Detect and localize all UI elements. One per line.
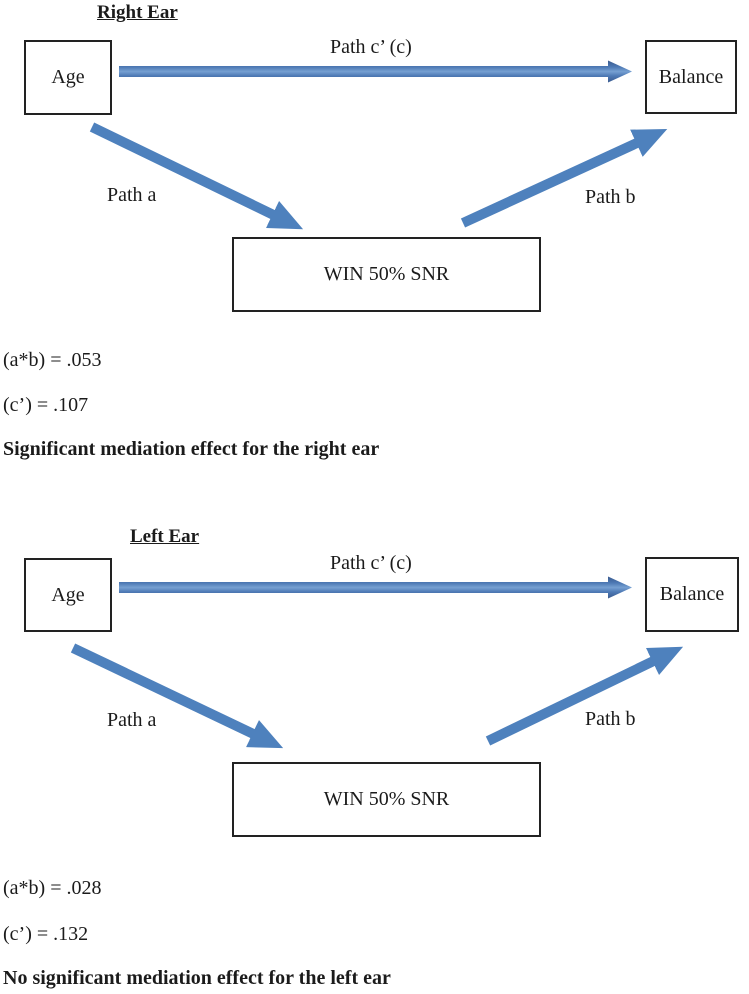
left-ear-title: Left Ear [130, 526, 200, 547]
stat-cprime-right: (c’) = .107 [3, 394, 89, 416]
age-box-left: Age [24, 558, 112, 632]
age-box-left-label: Age [51, 583, 85, 606]
path-b-label-left: Path b [585, 708, 636, 730]
path-b-arrow-right [460, 129, 668, 228]
balance-box-left: Balance [645, 557, 739, 632]
path-c-arrow-left [119, 576, 632, 599]
path-c-label-right: Path c’ (c) [330, 36, 412, 58]
mediator-box-left: WIN 50% SNR [232, 762, 541, 837]
mediator-box-right: WIN 50% SNR [232, 237, 541, 312]
path-c-label-left: Path c’ (c) [330, 552, 412, 574]
mediator-box-right-label: WIN 50% SNR [323, 263, 450, 285]
path-b-label-right: Path b [585, 186, 636, 208]
balance-box-right: Balance [645, 40, 737, 114]
stat-cprime-left: (c’) = .132 [3, 923, 89, 945]
stat-ab-right: (a*b) = .053 [3, 349, 102, 371]
age-box-right: Age [24, 40, 112, 115]
balance-box-right-label: Balance [658, 65, 724, 88]
path-a-arrow-left [70, 643, 284, 749]
path-b-arrow-left [485, 646, 684, 746]
conclusion-left: No significant mediation effect for the … [3, 967, 391, 989]
age-box-right-label: Age [51, 66, 85, 88]
path-a-label-left: Path a [107, 709, 157, 731]
balance-box-left-label: Balance [659, 583, 725, 605]
path-c-arrow-right [119, 60, 632, 83]
mediator-box-left-label: WIN 50% SNR [323, 788, 450, 810]
right-ear-title: Right Ear [97, 2, 178, 23]
path-a-label-right: Path a [107, 184, 157, 206]
stat-ab-left: (a*b) = .028 [3, 877, 102, 899]
conclusion-right: Significant mediation effect for the rig… [3, 438, 380, 460]
